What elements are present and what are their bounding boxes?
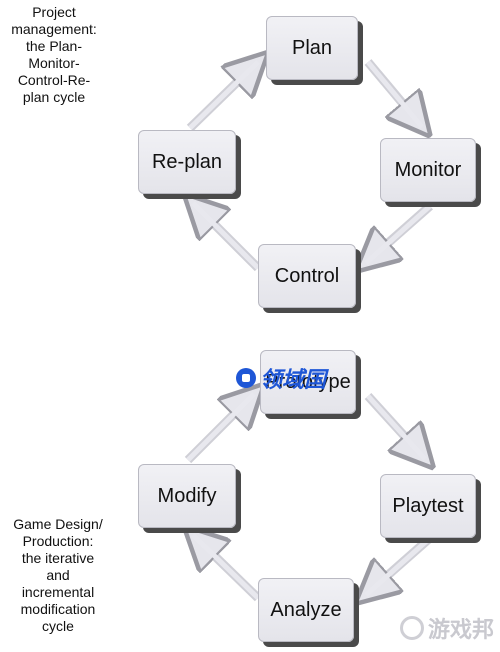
node-playtest: Playtest: [380, 474, 476, 538]
node-analyze: Analyze: [258, 578, 354, 642]
node-prototype: Prototype: [260, 350, 356, 414]
caption-line: plan cycle: [22, 89, 86, 105]
node-label: Prototype: [265, 370, 351, 393]
caption-line: Project: [32, 4, 76, 20]
caption-line: and: [46, 567, 70, 583]
node-replan: Re-plan: [138, 130, 236, 194]
node-plan: Plan: [266, 16, 358, 80]
watermark-text: 游戏邦: [427, 617, 494, 642]
node-label: Monitor: [394, 158, 462, 181]
watermark-bottom: 游戏邦: [399, 612, 494, 644]
watermark-icon: [399, 616, 424, 640]
watermark-logo: 领域国: [236, 362, 326, 394]
caption-line: Production:: [22, 533, 94, 549]
caption-line: the Plan-: [25, 38, 83, 54]
node-label: Analyze: [270, 598, 342, 621]
node-label: Plan: [291, 36, 333, 59]
node-label: Control: [274, 264, 340, 287]
caption-line: the iterative: [21, 550, 95, 566]
caption-line: modification: [20, 601, 96, 617]
logo-icon: [236, 368, 256, 388]
top-cycle-caption: Project management: the Plan- Monitor- C…: [0, 4, 108, 106]
caption-line: Game Design/: [13, 516, 103, 532]
node-label: Modify: [157, 484, 217, 507]
caption-line: incremental: [21, 584, 95, 600]
node-label: Re-plan: [151, 150, 223, 173]
caption-line: Monitor-: [28, 55, 80, 71]
logo-text: 领域国: [260, 367, 327, 392]
caption-line: Control-Re-: [17, 72, 91, 88]
node-label: Playtest: [392, 494, 464, 517]
node-monitor: Monitor: [380, 138, 476, 202]
caption-line: cycle: [42, 618, 74, 634]
node-modify: Modify: [138, 464, 236, 528]
bottom-cycle-caption: Game Design/ Production: the iterative a…: [0, 516, 116, 635]
caption-line: management:: [11, 21, 97, 37]
node-control: Control: [258, 244, 356, 308]
